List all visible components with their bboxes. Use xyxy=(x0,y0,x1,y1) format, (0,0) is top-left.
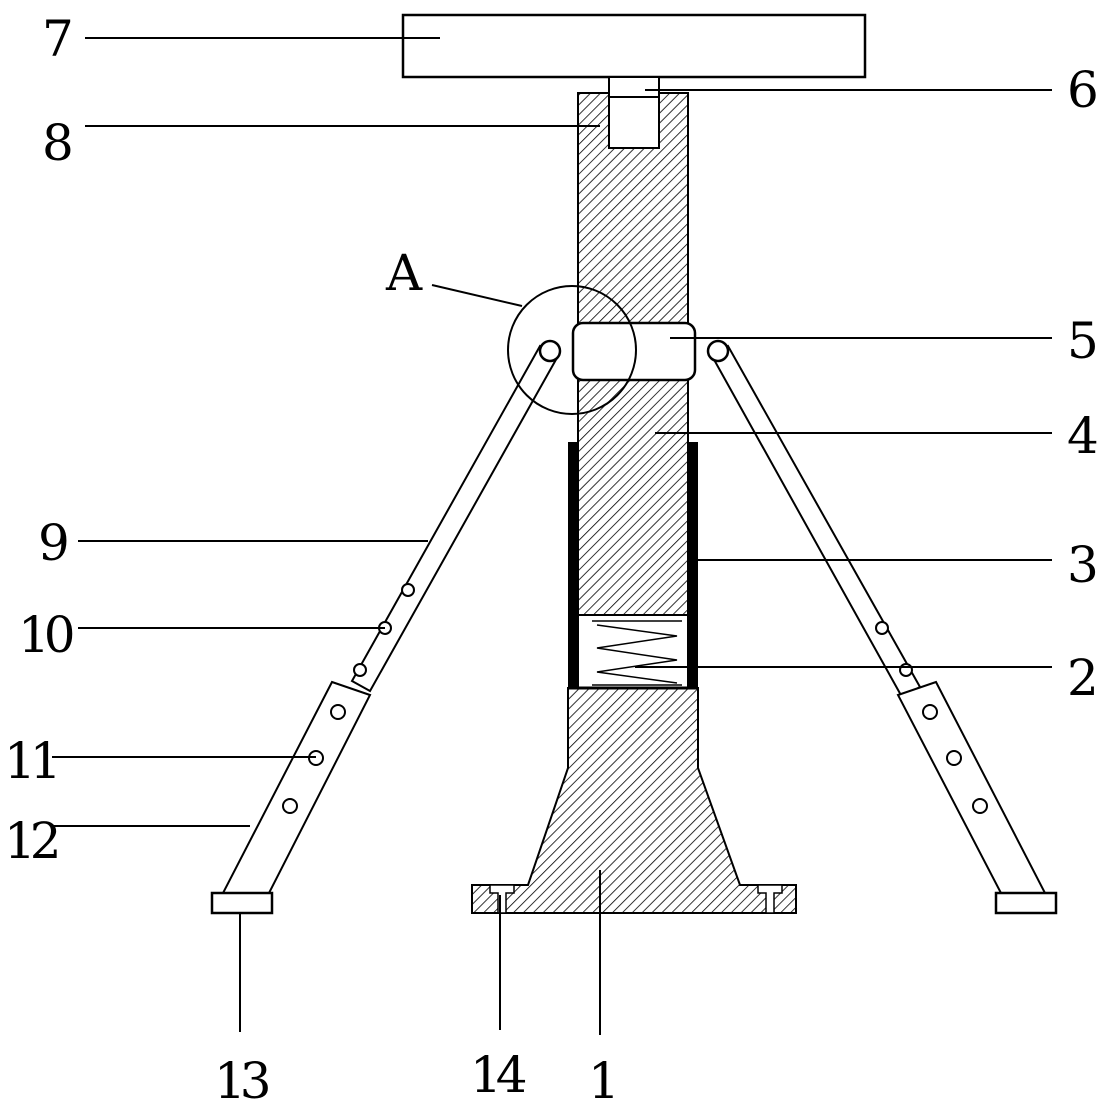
label-4: 4 xyxy=(1067,407,1099,465)
right-foot xyxy=(994,891,1058,915)
left-hole xyxy=(353,663,367,677)
top-plate xyxy=(401,13,867,79)
left-lower-tube xyxy=(220,680,372,896)
label-8: 8 xyxy=(42,114,74,172)
t-slot-left xyxy=(489,884,515,914)
left-hole xyxy=(330,704,346,720)
label-A: A xyxy=(385,244,423,302)
right-hole xyxy=(922,704,938,720)
spring xyxy=(596,624,678,684)
sleeve-right-wall xyxy=(688,442,698,688)
spring-chamber xyxy=(577,614,689,689)
right-hole xyxy=(899,663,913,677)
right-upper-rod xyxy=(710,344,922,699)
base xyxy=(471,687,797,914)
label-12: 12 xyxy=(4,812,57,870)
collar xyxy=(571,321,697,382)
label-14: 14 xyxy=(470,1046,526,1104)
left-pivot xyxy=(538,339,562,363)
label-13: 13 xyxy=(214,1052,269,1110)
label-10: 10 xyxy=(18,606,73,664)
left-upper-rod xyxy=(350,344,560,693)
t-slot-right xyxy=(757,884,783,914)
detail-leader xyxy=(431,284,523,307)
label-2: 2 xyxy=(1067,649,1099,707)
right-pivot xyxy=(706,339,730,363)
label-3: 3 xyxy=(1067,536,1099,594)
right-hole xyxy=(972,798,988,814)
left-hole xyxy=(282,798,298,814)
label-5: 5 xyxy=(1067,312,1099,370)
connecting-pin xyxy=(608,76,660,98)
label-9: 9 xyxy=(38,514,70,572)
label-11: 11 xyxy=(4,732,56,790)
left-hole xyxy=(401,583,415,597)
detail-circle xyxy=(507,285,637,415)
sleeve-left-wall xyxy=(568,442,578,688)
pin-socket xyxy=(608,92,660,149)
right-lower-tube xyxy=(896,680,1048,896)
left-foot xyxy=(210,891,274,915)
label-6: 6 xyxy=(1067,61,1099,119)
right-hole xyxy=(875,621,889,635)
label-1: 1 xyxy=(588,1052,620,1110)
right-hole xyxy=(946,750,962,766)
label-7: 7 xyxy=(42,10,74,68)
